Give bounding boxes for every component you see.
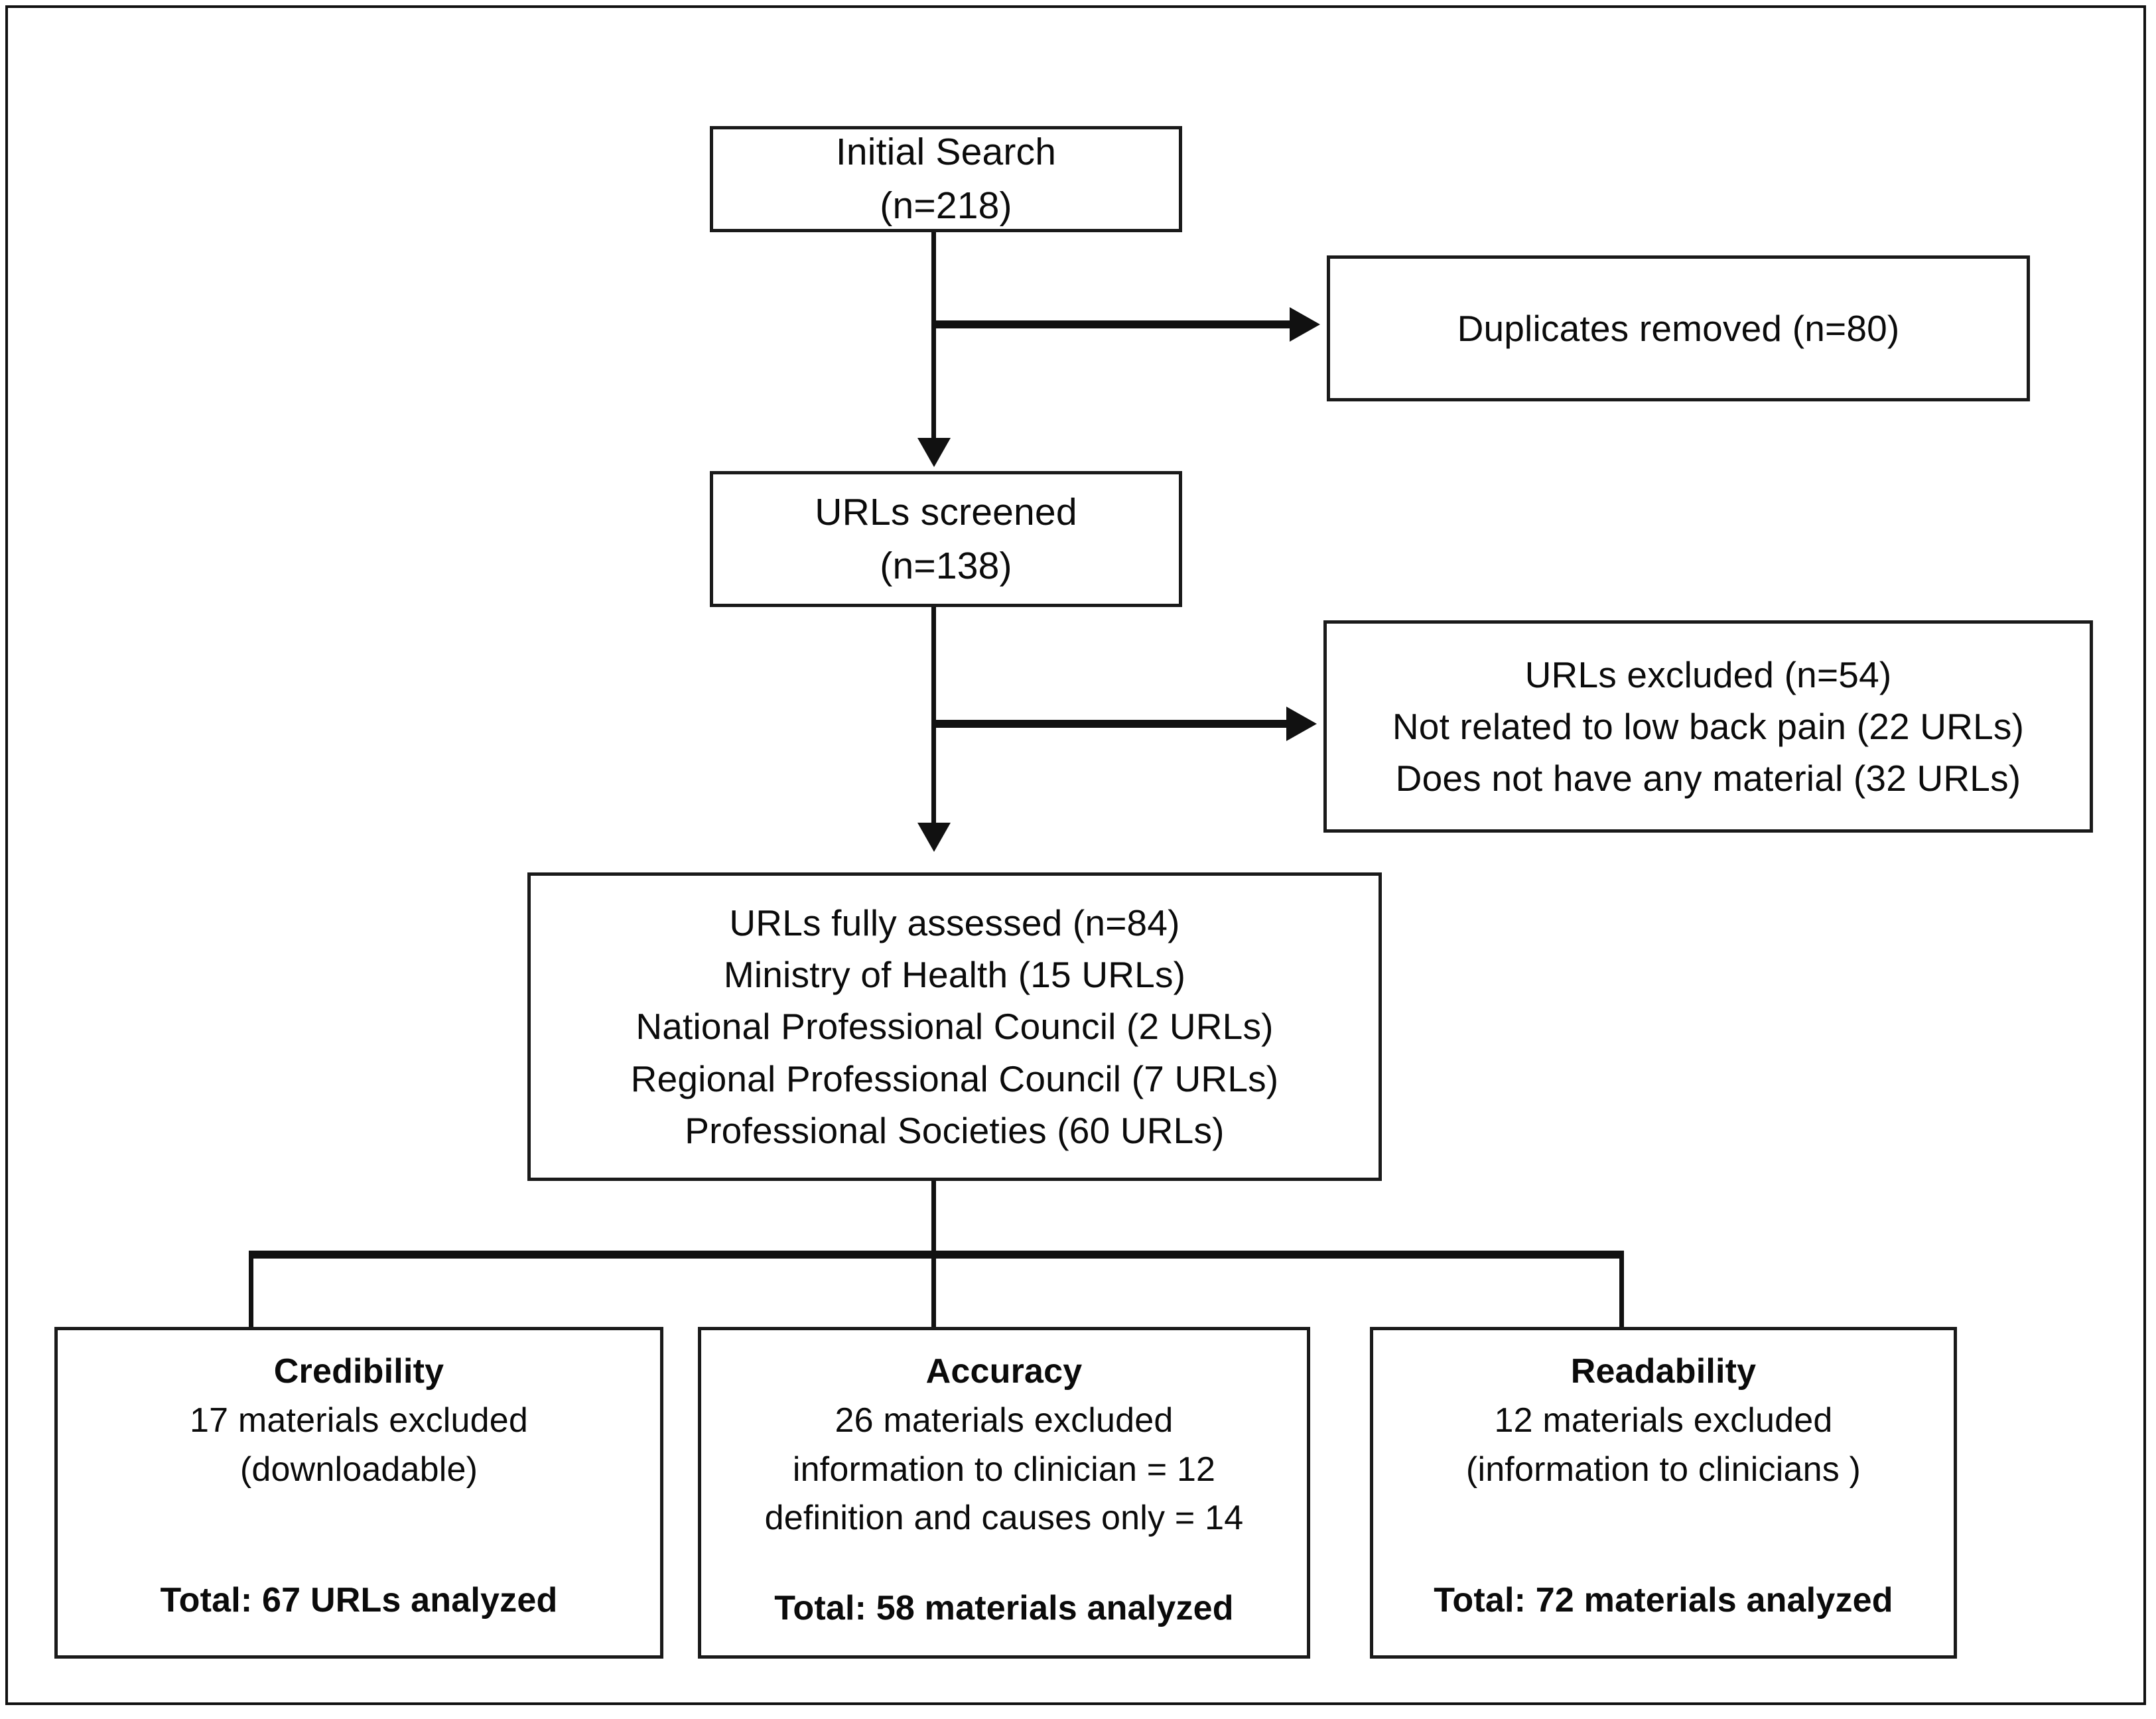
- credibility-line-1: 17 materials excluded: [189, 1401, 529, 1440]
- figure-frame: [5, 5, 2146, 1705]
- accuracy-line-2: information to clinician = 12: [792, 1450, 1216, 1489]
- edge-branch-bar: [249, 1251, 1624, 1259]
- credibility-total: Total: 67 URLs analyzed: [160, 1581, 558, 1620]
- initial-search-line-1: Initial Search: [835, 131, 1057, 174]
- node-readability: Readability 12 materials excluded (infor…: [1370, 1327, 1957, 1659]
- node-urls-excluded: URLs excluded (n=54) Not related to low …: [1323, 620, 2093, 833]
- edge-screened-to-assessed-arrowhead: [917, 823, 951, 852]
- urls-screened-line-2: (n=138): [880, 544, 1012, 587]
- urls-fully-assessed-line-5: Professional Societies (60 URLs): [685, 1109, 1225, 1151]
- readability-heading: Readability: [1570, 1352, 1757, 1391]
- node-urls-fully-assessed: URLs fully assessed (n=84) Ministry of H…: [527, 872, 1382, 1181]
- urls-fully-assessed-line-2: Ministry of Health (15 URLs): [723, 954, 1186, 996]
- edge-screened-to-assessed-stem: [931, 607, 936, 826]
- edge-initial-to-duplicates-line: [934, 320, 1292, 328]
- urls-screened-line-1: URLs screened: [815, 490, 1077, 533]
- edge-branch-drop-credibility: [249, 1251, 253, 1330]
- urls-fully-assessed-line-4: Regional Professional Council (7 URLs): [630, 1058, 1279, 1099]
- edge-branch-drop-readability: [1619, 1251, 1624, 1330]
- node-accuracy: Accuracy 26 materials excluded informati…: [698, 1327, 1310, 1659]
- accuracy-line-3: definition and causes only = 14: [764, 1499, 1244, 1538]
- urls-fully-assessed-line-3: National Professional Council (2 URLs): [636, 1006, 1274, 1048]
- edge-initial-to-duplicates-arrowhead: [1290, 307, 1320, 342]
- credibility-heading: Credibility: [273, 1352, 444, 1391]
- urls-excluded-line-3: Does not have any material (32 URLs): [1395, 758, 2021, 799]
- duplicates-removed-line-1: Duplicates removed (n=80): [1457, 307, 1900, 349]
- node-initial-search: Initial Search (n=218): [710, 126, 1182, 232]
- readability-line-2: (information to clinicians ): [1465, 1450, 1861, 1489]
- edge-initial-to-screened-arrowhead: [917, 438, 951, 467]
- edge-initial-to-screened-stem: [931, 232, 936, 442]
- urls-excluded-line-2: Not related to low back pain (22 URLs): [1392, 705, 2025, 747]
- edge-screened-to-excluded-arrowhead: [1286, 707, 1317, 741]
- readability-total: Total: 72 materials analyzed: [1434, 1581, 1893, 1620]
- accuracy-total: Total: 58 materials analyzed: [774, 1589, 1234, 1628]
- accuracy-heading: Accuracy: [925, 1352, 1083, 1391]
- accuracy-line-1: 26 materials excluded: [835, 1401, 1174, 1440]
- readability-line-1: 12 materials excluded: [1494, 1401, 1833, 1440]
- node-credibility: Credibility 17 materials excluded (downl…: [54, 1327, 663, 1659]
- urls-excluded-line-1: URLs excluded (n=54): [1524, 653, 1892, 695]
- node-urls-screened: URLs screened (n=138): [710, 471, 1182, 607]
- urls-fully-assessed-line-1: URLs fully assessed (n=84): [729, 902, 1180, 944]
- edge-screened-to-excluded-line: [934, 720, 1289, 728]
- node-duplicates-removed: Duplicates removed (n=80): [1327, 255, 2030, 401]
- initial-search-line-2: (n=218): [880, 184, 1012, 227]
- credibility-line-2: (downloadable): [239, 1450, 478, 1489]
